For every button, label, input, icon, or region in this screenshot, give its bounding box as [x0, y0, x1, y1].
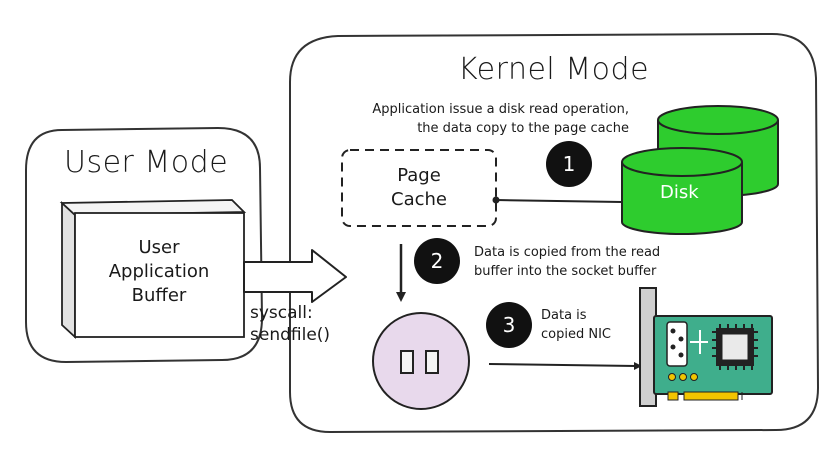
user-mode-title: User Mode — [64, 145, 229, 180]
step-2-badge: 2 — [414, 238, 460, 284]
nic-arrow — [488, 362, 642, 370]
step-2-line-2: buffer into the socket buffer — [474, 264, 657, 279]
kernel-mode-box — [289, 32, 820, 434]
step-2-line-1: Data is copied from the read — [474, 245, 661, 260]
application-buffer-block — [59, 199, 247, 340]
application-buffer-label: User Application Buffer — [84, 236, 234, 308]
step-3-line-2: copied NIC — [541, 327, 611, 342]
cache-disk-connector — [495, 199, 623, 203]
syscall-label: syscall: sendfile() — [250, 302, 330, 346]
step-2-note: Data is copied from the read buffer into… — [474, 243, 660, 281]
nic-card-icon — [639, 287, 773, 407]
disk-icon — [621, 105, 779, 235]
page-cache-box — [341, 149, 497, 227]
copy-down-arrow — [396, 244, 406, 302]
disk-label: Disk — [660, 182, 699, 203]
buffer-line-2: Application — [108, 261, 210, 282]
page-cache-line-1: Page — [397, 165, 441, 186]
step-3-note: Data is copied NIC — [541, 306, 611, 344]
buffer-line-1: User — [138, 237, 180, 258]
syscall-line-2: sendfile() — [250, 325, 331, 345]
step-3-line-1: Data is — [541, 308, 587, 323]
step-1-line-2: the data copy to the page cache — [417, 121, 629, 136]
user-mode-box — [25, 126, 264, 364]
step-1-line-1: Application issue a disk read operation, — [372, 102, 629, 117]
socket-buffer — [372, 312, 470, 410]
syscall-line-1: syscall: — [250, 303, 313, 323]
step-3-badge: 3 — [486, 302, 532, 348]
page-cache-line-2: Cache — [391, 189, 447, 210]
step-1-note: Application issue a disk read operation,… — [337, 100, 629, 138]
buffer-line-3: Buffer — [131, 285, 187, 306]
syscall-arrow — [243, 249, 347, 303]
page-cache-label: Page Cache — [342, 164, 496, 212]
step-1-badge: 1 — [546, 141, 592, 187]
cache-connector-dot — [492, 196, 500, 204]
kernel-mode-title: Kernel Mode — [458, 52, 650, 87]
